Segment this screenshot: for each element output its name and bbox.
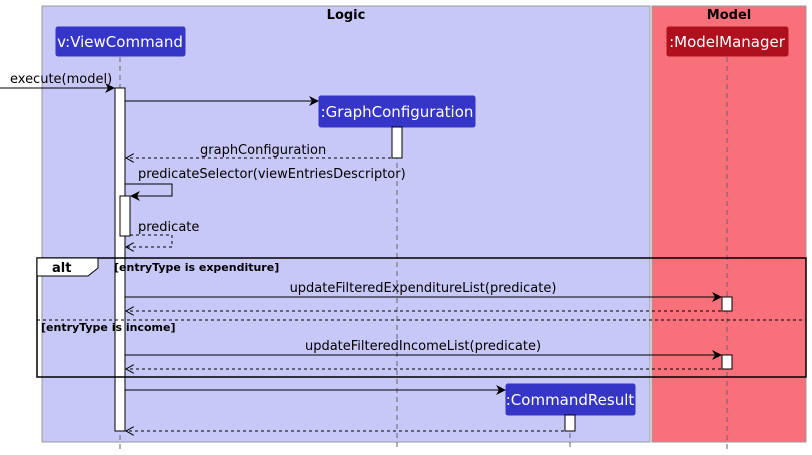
message-predicate-return-label: predicate (138, 220, 199, 235)
activation-command-result (564, 414, 576, 432)
message-update-income: updateFilteredIncomeList(predicate) (125, 339, 722, 360)
message-execute-label: execute(model) (10, 72, 112, 87)
message-update-expenditure-label: updateFilteredExpenditureList(predicate) (290, 281, 557, 296)
message-update-income-label: updateFilteredIncomeList(predicate) (305, 339, 541, 354)
message-graph-configuration-return-label: graphConfiguration (200, 143, 326, 158)
participant-view-command[interactable]: v:ViewCommand (55, 26, 186, 57)
model-box-title: Model (707, 8, 751, 23)
participant-model-manager-label: :ModelManager (669, 33, 786, 51)
alt-operator-label: alt (52, 261, 71, 276)
participant-command-result-label: :CommandResult (506, 391, 635, 409)
message-predicate-selector: predicateSelector(viewEntriesDescriptor) (125, 167, 406, 201)
activation-model-manager-1 (721, 296, 733, 312)
guard-income-label: [entryType is income] (41, 321, 175, 334)
message-update-expenditure: updateFilteredExpenditureList(predicate) (125, 281, 722, 302)
logic-box-title: Logic (327, 8, 366, 23)
participant-graph-configuration-label: :GraphConfiguration (321, 103, 474, 121)
alt-fragment: alt [entryType is expenditure] [entryTyp… (36, 257, 807, 378)
message-execute: execute(model) (0, 72, 115, 93)
message-predicate-selector-label: predicateSelector(viewEntriesDescriptor) (138, 167, 406, 182)
activation-view-command-nested (119, 195, 131, 237)
activation-model-manager-2 (721, 354, 733, 370)
activation-view-command (114, 87, 126, 432)
message-predicate-return: predicate (126, 220, 199, 247)
message-graph-configuration-return: graphConfiguration (126, 143, 391, 158)
participant-command-result[interactable]: :CommandResult (505, 383, 636, 416)
guard-expenditure-label: [entryType is expenditure] (114, 261, 279, 274)
participant-model-manager[interactable]: :ModelManager (666, 26, 789, 57)
participant-view-command-label: v:ViewCommand (57, 33, 183, 51)
activation-graph-configuration (391, 126, 403, 159)
participant-graph-configuration[interactable]: :GraphConfiguration (318, 95, 476, 128)
